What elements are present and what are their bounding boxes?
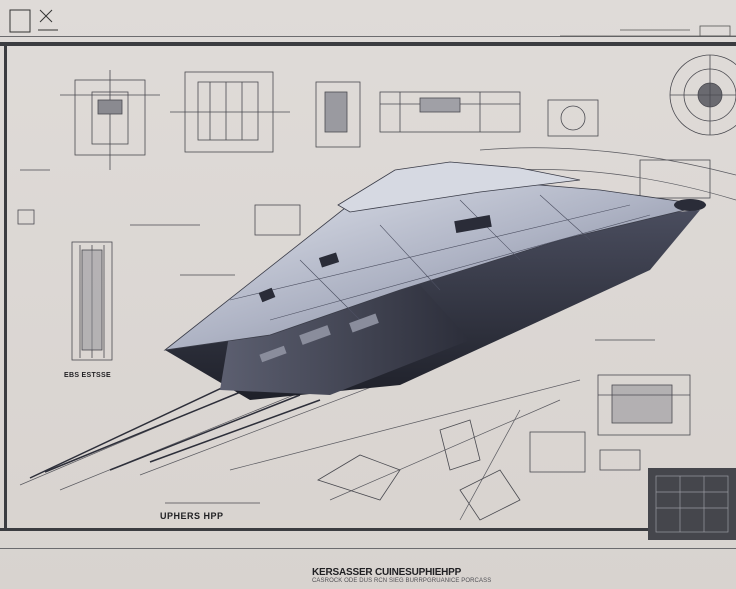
right-schematics [529,159,711,473]
upper-schematics [60,54,736,170]
side-note-label: EBS ESTSSE [64,372,111,379]
lower-sketches [165,419,521,521]
header-marks [560,25,736,37]
corner-logo [9,9,58,33]
caption-title: KERSASSER CUINESUPHIEHPP [312,567,462,578]
frame-top-border [0,42,736,46]
spaceship [163,161,707,400]
blueprint-title-label: UPHERS HPP [160,511,224,521]
caption-subtitle: CASROCK ODE DUS RCN SIEG BURRPGRUANICE P… [312,578,492,584]
left-schematics [17,169,301,361]
frame-bottom-border [0,528,736,531]
frame-left-border [4,42,7,531]
detail-panel [648,468,736,540]
header-rule [0,36,736,37]
footer-rule [0,548,736,549]
